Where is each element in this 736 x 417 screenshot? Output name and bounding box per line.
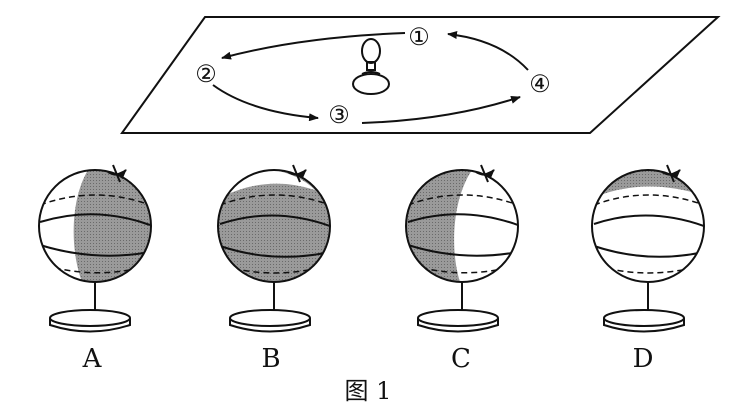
globe-c bbox=[400, 165, 518, 332]
globe-c-label: C bbox=[451, 344, 471, 374]
globe-a-label: A bbox=[82, 344, 103, 374]
globe-b-label: B bbox=[261, 344, 280, 374]
position-2: ② bbox=[195, 60, 217, 88]
globe-a bbox=[39, 165, 160, 332]
position-4: ④ bbox=[529, 70, 551, 98]
globe-d-label: D bbox=[633, 344, 654, 374]
globe-b bbox=[218, 165, 330, 332]
orbit-arrow-1-2 bbox=[222, 33, 405, 58]
position-1: ① bbox=[408, 23, 430, 51]
orbit-arrow-3-4 bbox=[362, 97, 520, 123]
orbit-arrow-2-3 bbox=[213, 85, 318, 118]
globe-d bbox=[592, 165, 704, 332]
figure-caption: 图 1 bbox=[345, 377, 392, 405]
orbit-arrow-4-1 bbox=[448, 34, 528, 70]
lamp-icon bbox=[353, 39, 389, 94]
position-3: ③ bbox=[328, 101, 350, 129]
